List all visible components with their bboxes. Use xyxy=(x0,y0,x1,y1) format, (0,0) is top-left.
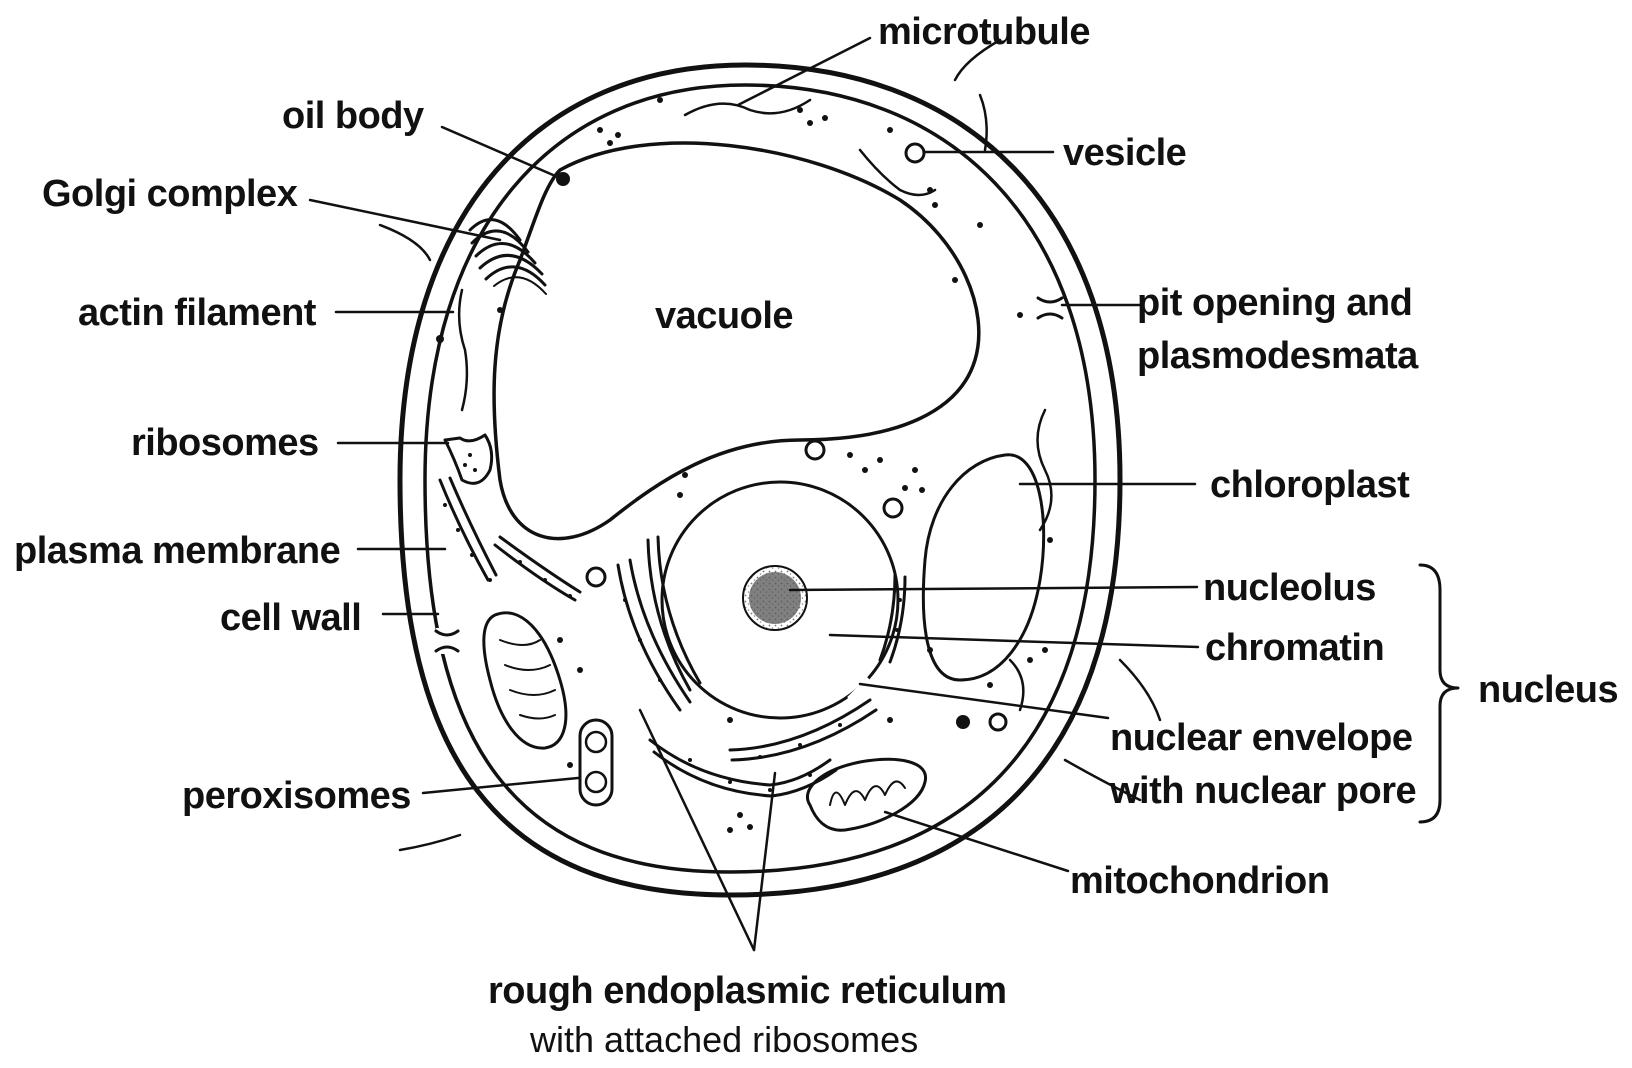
label-oil-body: oil body xyxy=(282,95,424,137)
vacuole-shape xyxy=(494,143,979,539)
label-cell-wall: cell wall xyxy=(220,597,361,639)
label-plasma-membrane: plasma membrane xyxy=(14,530,340,572)
label-nuclear-envelope-line2: with nuclear pore xyxy=(1109,770,1416,812)
label-nucleus: nucleus xyxy=(1478,669,1618,711)
peroxisome-shape xyxy=(580,720,612,805)
label-microtubule: microtubule xyxy=(878,11,1090,53)
nucleus-shape xyxy=(662,482,898,718)
label-rer-line2: with attached ribosomes xyxy=(529,1019,918,1060)
label-vesicle: vesicle xyxy=(1063,132,1186,174)
label-chloroplast: chloroplast xyxy=(1210,464,1410,506)
rough-er-shapes xyxy=(440,478,905,796)
ribosome-cluster-shape xyxy=(445,435,492,483)
label-chromatin: chromatin xyxy=(1205,627,1384,669)
label-mitochondrion: mitochondrion xyxy=(1070,860,1329,902)
label-golgi-complex: Golgi complex xyxy=(42,173,298,215)
label-peroxisomes: peroxisomes xyxy=(182,775,411,817)
label-pit-opening-line2: plasmodesmata xyxy=(1137,335,1419,377)
label-pit-opening-line1: pit opening and xyxy=(1137,282,1412,324)
chloroplast-shape xyxy=(923,455,1043,680)
nucleus-bracket xyxy=(1420,565,1458,822)
label-rer-line1: rough endoplasmic reticulum xyxy=(488,970,1007,1012)
label-nuclear-envelope-line1: nuclear envelope xyxy=(1110,717,1412,759)
label-nucleolus: nucleolus xyxy=(1203,567,1376,609)
label-actin-filament: actin filament xyxy=(78,292,317,334)
leader-lines xyxy=(310,38,1198,950)
label-ribosomes: ribosomes xyxy=(131,422,319,464)
label-vacuole: vacuole xyxy=(655,295,793,337)
